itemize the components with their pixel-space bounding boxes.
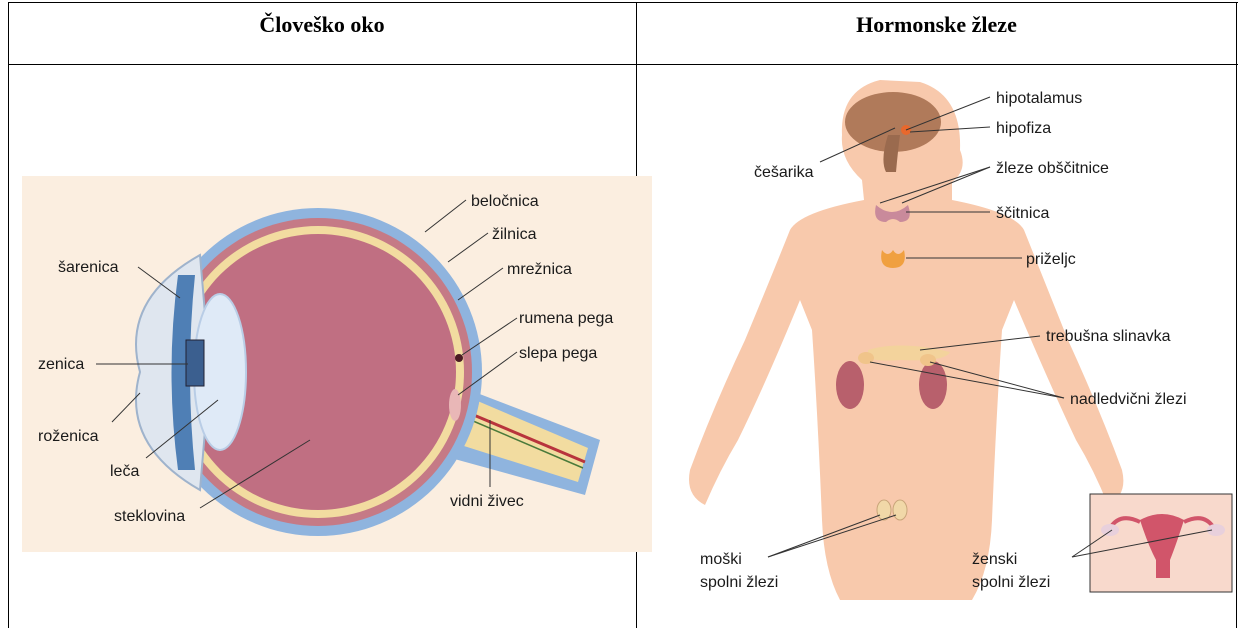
endocrine-diagram: hipotalamus hipofiza češarika žleze obšč… bbox=[689, 80, 1232, 600]
testis-right bbox=[893, 500, 907, 520]
label-steklovina: steklovina bbox=[114, 508, 185, 525]
label-zenica: zenica bbox=[38, 356, 84, 373]
label-zleze-obscitnice: žleze obščitnice bbox=[996, 160, 1109, 177]
pupil bbox=[186, 340, 204, 386]
adrenal-right bbox=[920, 354, 936, 366]
label-leca: leča bbox=[110, 463, 139, 480]
label-moski-line1: moški bbox=[700, 551, 742, 568]
label-cesarika: češarika bbox=[754, 164, 814, 181]
ovary-left bbox=[1101, 524, 1119, 536]
macula bbox=[455, 354, 463, 362]
label-zilnica: žilnica bbox=[492, 226, 537, 243]
label-hipotalamus: hipotalamus bbox=[996, 90, 1082, 107]
label-trebusna-slinavka: trebušna slinavka bbox=[1046, 328, 1171, 345]
label-moski-line2: spolni žlezi bbox=[700, 574, 778, 591]
label-sarenica: šarenica bbox=[58, 259, 119, 276]
label-zenski-line1: ženski bbox=[972, 551, 1017, 568]
label-mreznica: mrežnica bbox=[507, 261, 572, 278]
label-rumena-pega: rumena pega bbox=[519, 310, 613, 327]
label-scitnica: ščitnica bbox=[996, 205, 1049, 222]
kidney-right bbox=[919, 361, 947, 409]
kidney-left bbox=[836, 361, 864, 409]
label-rozenica: roženica bbox=[38, 428, 99, 445]
label-hipofiza: hipofiza bbox=[996, 120, 1051, 137]
label-nadledvicni-zlezi: nadledvični žlezi bbox=[1070, 391, 1187, 408]
label-zenski-line2: spolni žlezi bbox=[972, 574, 1050, 591]
label-prizeljc: priželjc bbox=[1026, 251, 1076, 268]
label-vidni-zivec: vidni živec bbox=[450, 493, 524, 510]
label-slepa-pega: slepa pega bbox=[519, 345, 597, 362]
eye-diagram: beločnica žilnica mrežnica rumena pega s… bbox=[22, 176, 652, 552]
label-belocnica: beločnica bbox=[471, 193, 539, 210]
